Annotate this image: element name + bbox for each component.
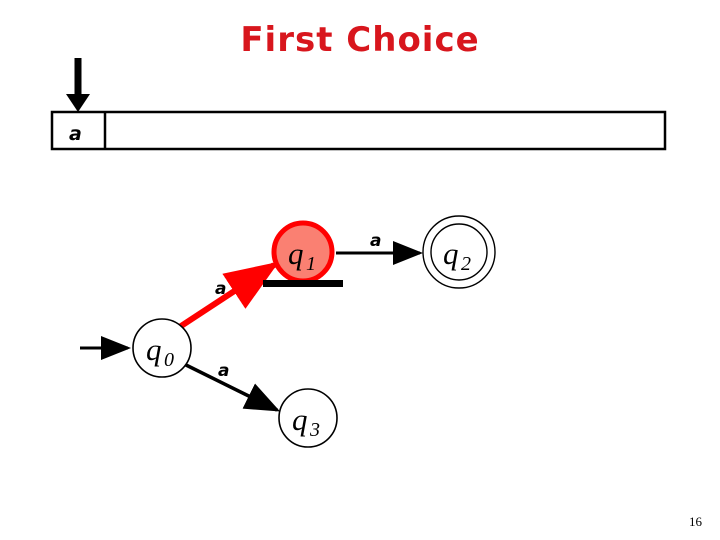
state-q0-sublabel: 0 xyxy=(164,349,174,371)
state-q3-label: q xyxy=(292,402,308,437)
state-q3-sublabel: 3 xyxy=(309,419,320,441)
state-q2-label: q xyxy=(443,236,459,271)
transition-label-q0-q3: a xyxy=(218,361,229,381)
transition-label-q1-q2: a xyxy=(370,231,381,251)
state-q2-inner-circle xyxy=(430,223,488,281)
transition-label-q0-q1: a xyxy=(215,279,226,299)
state-q2[interactable]: q 2 xyxy=(422,215,496,289)
state-q1[interactable]: q 1 xyxy=(271,220,335,284)
current-state-underline xyxy=(263,280,343,287)
tape-cell-symbol-0: a xyxy=(69,123,82,145)
state-q3[interactable]: q 3 xyxy=(278,388,338,448)
tape-head-down-arrow-icon xyxy=(66,58,90,112)
tape-outline xyxy=(50,110,667,151)
page-title: First Choice xyxy=(240,20,480,60)
page-number: 16 xyxy=(689,514,702,529)
state-q1-sublabel: 1 xyxy=(306,253,316,275)
transition-q0-q1[interactable] xyxy=(173,261,280,333)
transition-q0-q3[interactable] xyxy=(183,362,281,412)
state-q0-label: q xyxy=(146,332,162,367)
state-q0[interactable]: q 0 xyxy=(132,318,192,378)
state-q2-sublabel: 2 xyxy=(461,253,471,275)
state-q1-label: q xyxy=(288,236,304,271)
